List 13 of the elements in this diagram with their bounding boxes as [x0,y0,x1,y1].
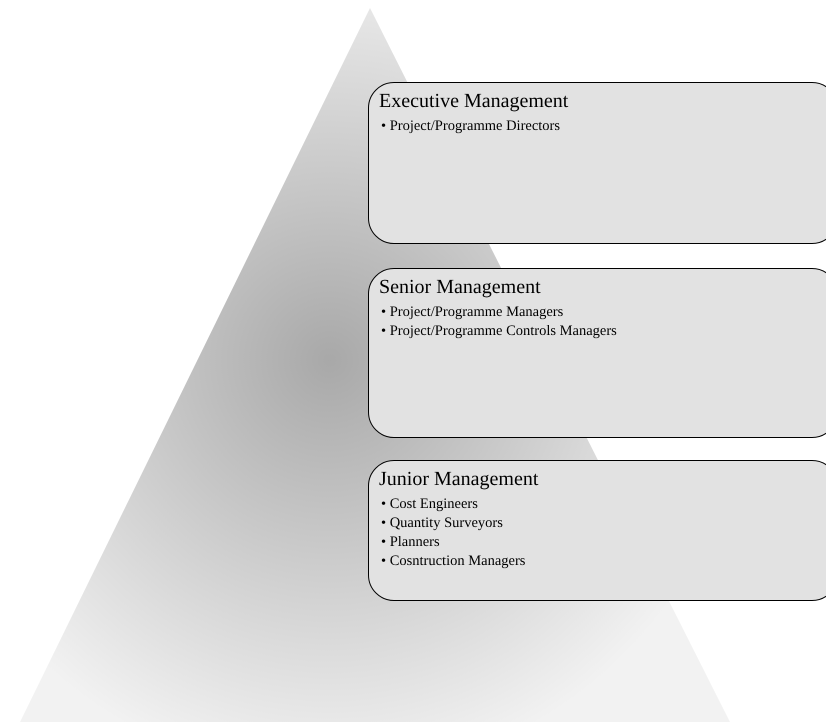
bullet-item: • Cosntruction Managers [381,552,526,571]
bullet-item: • Quantity Surveyors [381,514,503,533]
bullet-item: • Project/Programme Managers [381,303,564,322]
bullet-item: • Project/Programme Controls Managers [381,322,617,341]
level-heading: Executive Management [379,89,568,113]
level-heading: Senior Management [379,275,541,299]
level-box [368,82,826,244]
level-box [368,460,826,601]
bullet-item: • Project/Programme Directors [381,117,560,136]
bullet-item: • Planners [381,533,440,552]
bullet-item: • Cost Engineers [381,495,478,514]
level-box [368,268,826,438]
level-heading: Junior Management [379,467,538,491]
